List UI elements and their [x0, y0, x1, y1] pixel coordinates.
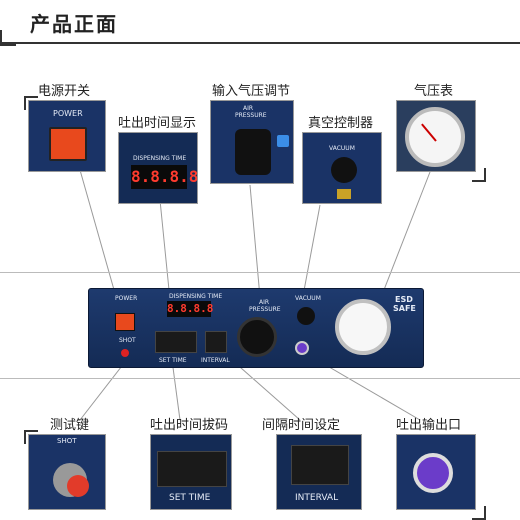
- thumb-interval-text: INTERVAL: [295, 493, 339, 503]
- corner-mark: [24, 430, 38, 444]
- corner-mark: [24, 96, 38, 110]
- label-pressure-gauge: 气压表: [414, 84, 454, 99]
- interval-switch[interactable]: [291, 445, 349, 485]
- power-button[interactable]: [49, 127, 87, 161]
- corner-mark: [472, 168, 486, 182]
- gauge-needle: [421, 123, 437, 142]
- corner-mark: [472, 506, 486, 520]
- thumb-shot-text: SHOT: [57, 437, 77, 445]
- thumb-set-time-text: SET TIME: [169, 493, 211, 503]
- header-divider: [0, 30, 520, 46]
- gauge-face-icon: [405, 107, 465, 167]
- panel-gauge-icon: [335, 299, 391, 355]
- panel-brand-2: SAFE: [393, 304, 416, 313]
- panel-power-button[interactable]: [115, 313, 135, 331]
- panel-dispensing-label: DISPENSING TIME: [169, 293, 223, 300]
- label-time-display: 吐出时间显示: [118, 116, 197, 131]
- panel-air-knob[interactable]: [237, 317, 277, 357]
- thumb-time-dial: SET TIME: [150, 434, 232, 510]
- panel-brand-1: ESD: [395, 295, 413, 304]
- thumb-air-regulator: AIR PRESSURE: [210, 100, 294, 184]
- thumb-time-display: DISPENSING TIME 8.8.8.8: [118, 132, 198, 204]
- output-port-icon[interactable]: [413, 453, 453, 493]
- fitting-icon: [277, 135, 289, 147]
- panel-set-time-dial[interactable]: [155, 331, 197, 353]
- band-line-top: [0, 272, 520, 273]
- leader-gauge: [379, 171, 431, 301]
- band-line-bottom: [0, 378, 520, 379]
- panel-set-time-label: SET TIME: [159, 357, 187, 364]
- panel-shot-label: SHOT: [119, 337, 136, 344]
- brass-fitting-icon: [337, 189, 351, 199]
- thumb-test-key: SHOT: [28, 434, 106, 510]
- page-title: 产品正面: [30, 12, 118, 36]
- label-vacuum-controller: 真空控制器: [308, 116, 374, 131]
- thumb-interval: INTERVAL: [276, 434, 362, 510]
- shot-button[interactable]: [67, 475, 89, 497]
- panel-shot-button[interactable]: [121, 349, 129, 357]
- label-test-key: 测试键: [50, 418, 90, 433]
- thumb-pressure-gauge: [396, 100, 476, 172]
- thumb-dispensing-text: DISPENSING TIME: [133, 155, 187, 162]
- panel-vacuum-label: VACUUM: [295, 295, 321, 302]
- thumb-power-switch: POWER: [28, 100, 106, 172]
- label-time-dial: 吐出时间拔码: [150, 418, 229, 433]
- vacuum-knob[interactable]: [331, 157, 357, 183]
- label-air-regulator: 输入气压调节: [212, 84, 291, 99]
- thumb-led-display: 8.8.8.8: [131, 165, 197, 189]
- thumb-power-text: POWER: [53, 109, 83, 118]
- regulator-knob[interactable]: [235, 129, 271, 175]
- label-power-switch: 电源开关: [38, 84, 91, 99]
- panel-vacuum-knob[interactable]: [297, 307, 315, 325]
- leader-shot: [79, 361, 126, 421]
- device-front-panel: POWER SHOT DISPENSING TIME 8.8.8.8 SET T…: [88, 288, 424, 368]
- thumb-output-port: [396, 434, 476, 510]
- panel-interval-dial[interactable]: [205, 331, 227, 353]
- thumb-air-text: AIR: [243, 105, 254, 112]
- panel-led-display: 8.8.8.8: [167, 301, 214, 317]
- set-time-switch[interactable]: [157, 451, 227, 487]
- thumb-vacuum: VACUUM: [302, 132, 382, 204]
- panel-pressure-label: PRESSURE: [249, 306, 281, 313]
- panel-air-label: AIR: [259, 299, 270, 306]
- thumb-pressure-text: PRESSURE: [235, 112, 267, 119]
- panel-power-label: POWER: [115, 295, 138, 302]
- leader-display: [159, 199, 171, 301]
- thumb-vacuum-text: VACUUM: [329, 145, 355, 152]
- panel-output-port[interactable]: [295, 341, 309, 355]
- panel-interval-label: INTERVAL: [201, 357, 230, 364]
- label-output-port: 吐出输出口: [396, 418, 462, 433]
- label-interval-setting: 间隔时间设定: [262, 418, 341, 433]
